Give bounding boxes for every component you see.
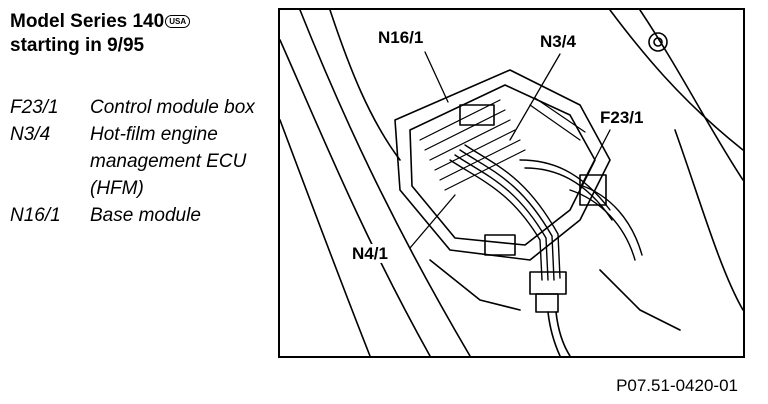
legend-description: Base module (90, 205, 201, 226)
figure-reference-number: P07.51-0420-01 (616, 376, 738, 395)
fender-outline (329, 10, 401, 161)
title-line-start-date: starting in 9/95 (10, 35, 145, 56)
cable (547, 311, 561, 356)
mounting-bolt (648, 32, 668, 52)
body-panel (674, 129, 743, 311)
lower-bracket (429, 259, 521, 311)
module-housing (409, 84, 596, 246)
module-housing (394, 69, 611, 261)
connector (459, 104, 495, 126)
fender-outline (299, 10, 471, 356)
component-location-drawing (280, 10, 743, 356)
wiring-harness (449, 144, 643, 281)
body-panel (639, 10, 743, 181)
connector (579, 174, 607, 206)
legend-code: N3/4 (10, 124, 51, 145)
component-legend: F23/1 Control module box N3/4 Hot-film e… (10, 94, 260, 229)
title-model-series-text: Model Series 140 (10, 11, 165, 32)
mounting-bolt (653, 37, 663, 47)
connector (535, 293, 559, 313)
callout-n16-1: N16/1 (376, 28, 426, 47)
legend-description: Hot-film engine management ECU (HFM) (90, 124, 247, 199)
legend-row-f23-1: F23/1 Control module box (10, 94, 260, 121)
connector (484, 234, 516, 256)
body-panel (609, 10, 743, 151)
lower-bracket (599, 269, 681, 331)
legend-code: N16/1 (10, 205, 61, 226)
legend-code: F23/1 (10, 97, 59, 118)
callout-n4-1: N4/1 (350, 244, 390, 263)
fender-outline (280, 119, 371, 356)
cable (555, 311, 571, 356)
engine-compartment-illustration: N16/1 N3/4 F23/1 N4/1 (278, 8, 745, 358)
callout-f23-1: F23/1 (598, 108, 646, 127)
fender-outline (280, 39, 431, 356)
legend-row-n16-1: N16/1 Base module (10, 202, 260, 229)
callout-n3-4: N3/4 (538, 32, 578, 51)
legend-description: Control module box (90, 97, 255, 118)
leader-lines (409, 51, 611, 249)
usa-badge: USA (165, 15, 191, 28)
ribbed-cover (419, 97, 586, 191)
legend-row-n3-4: N3/4 Hot-film engine management ECU (HFM… (10, 121, 260, 202)
